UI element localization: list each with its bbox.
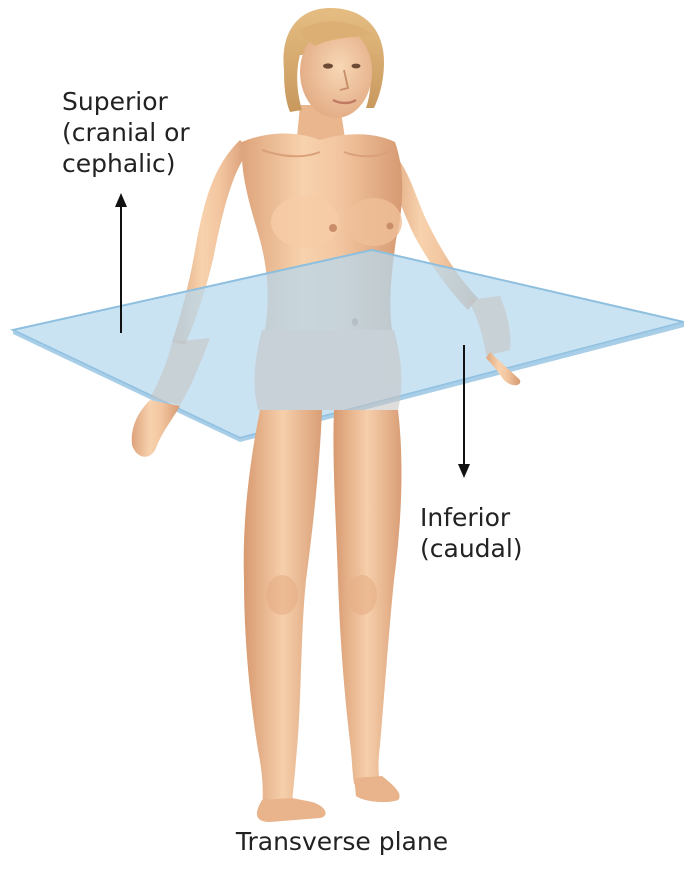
superior-label-line-1: Superior	[62, 86, 190, 117]
superior-label: Superior (cranial or cephalic)	[62, 86, 190, 179]
figure-caption: Transverse plane	[0, 826, 684, 858]
superior-label-line-3: cephalic)	[62, 148, 190, 179]
chest-right	[346, 198, 402, 246]
inferior-label: Inferior (caudal)	[420, 502, 523, 564]
right-foot	[354, 776, 400, 802]
head	[283, 8, 384, 118]
legs	[244, 410, 402, 822]
inferior-label-line-2: (caudal)	[420, 533, 523, 564]
superior-label-line-2: (cranial or	[62, 117, 190, 148]
chest-left	[271, 196, 339, 248]
left-foot	[257, 798, 326, 822]
left-hand	[132, 400, 180, 457]
inferior-label-line-1: Inferior	[420, 502, 523, 533]
hips	[255, 330, 402, 410]
